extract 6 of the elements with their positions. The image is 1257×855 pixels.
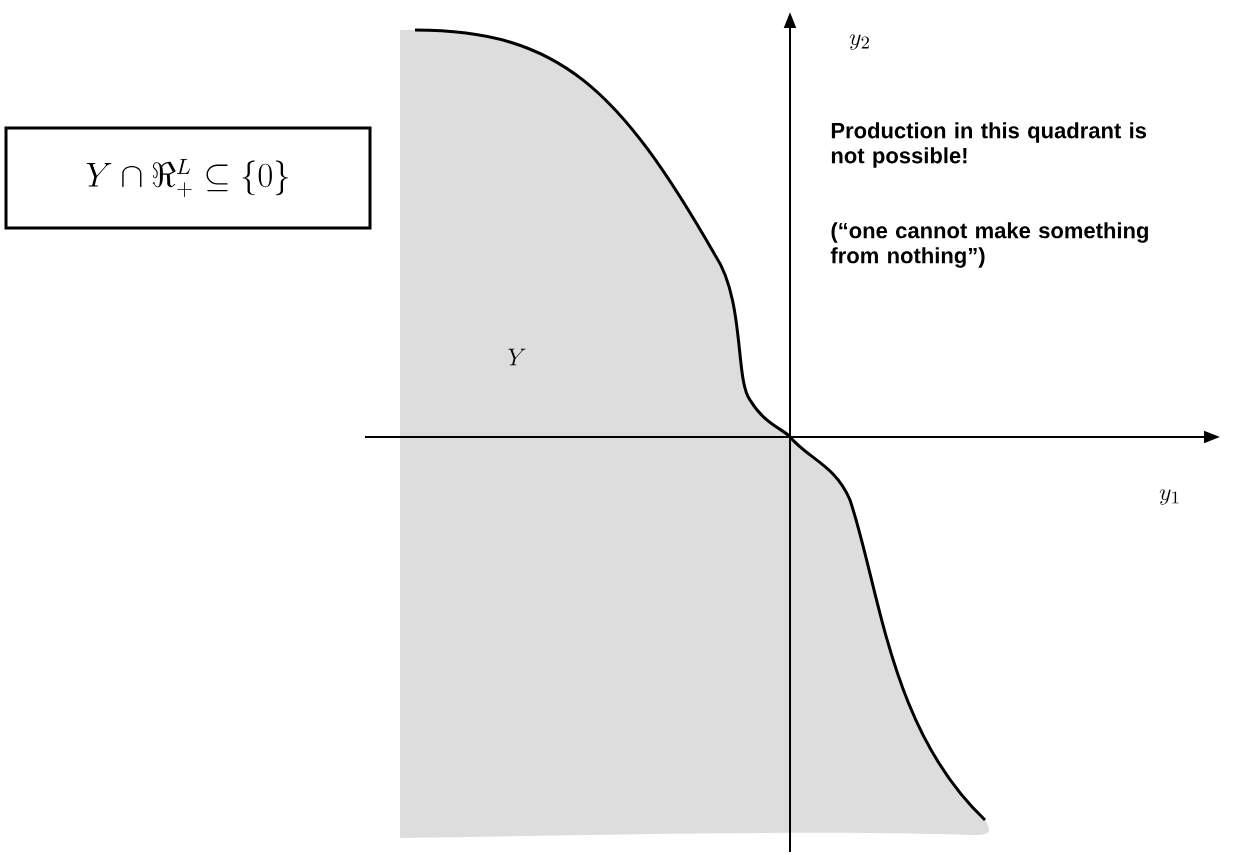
axis-label: $y_1$: [1159, 489, 1179, 505]
formula-box: $Y \cap \Re^L_+ \subseteq \{0\}$: [4, 126, 372, 230]
axis-label: $y_2$: [849, 34, 869, 50]
note-text: (“one cannot make something from nothing”): [830, 222, 1148, 268]
note-text: Production in this quadrant is not possible!: [831, 122, 1147, 168]
region-label: $Y$: [508, 348, 526, 366]
